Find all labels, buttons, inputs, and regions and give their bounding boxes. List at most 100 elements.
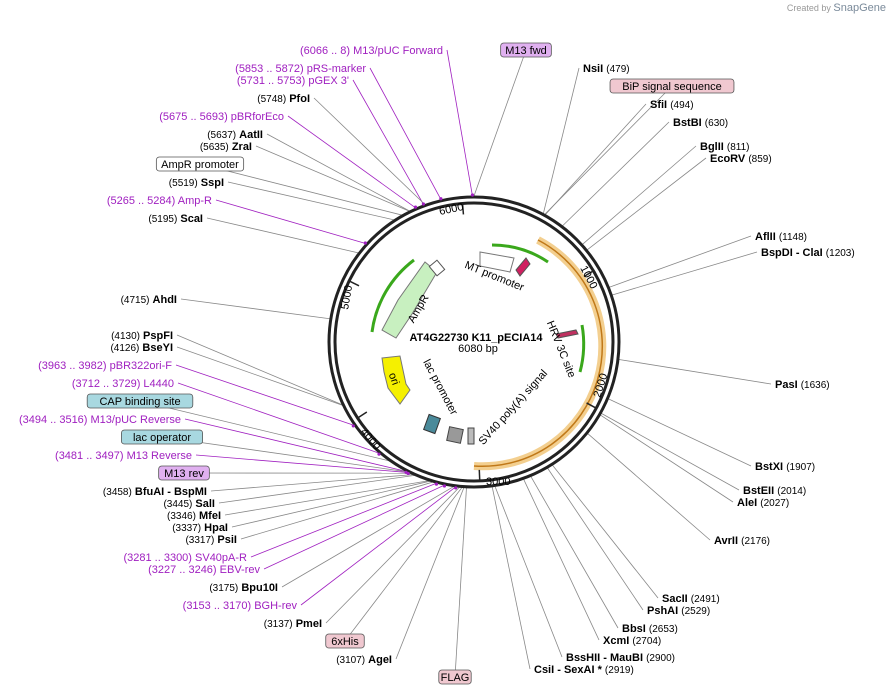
leader-line [206, 217, 359, 254]
primer-mark [434, 482, 439, 486]
green-arc-left[interactable] [370, 258, 415, 333]
restriction-site-label[interactable]: (4715) AhdI [121, 294, 177, 306]
leader-line [287, 115, 417, 209]
restriction-site-label[interactable]: (5195) ScaI [148, 213, 203, 225]
svg-text:(3346) MfeI: (3346) MfeI [167, 510, 221, 522]
ori-arrow[interactable] [381, 355, 411, 405]
restriction-site-label[interactable]: PasI (1636) [775, 379, 830, 391]
site-name: EcoRV [710, 153, 746, 165]
green-arc-right[interactable] [578, 324, 586, 373]
primer-mark [439, 197, 443, 201]
tick-line [348, 280, 360, 287]
small-feature-purple[interactable] [515, 257, 531, 277]
restriction-site-label[interactable]: (3107) AgeI [336, 654, 392, 666]
restriction-site-label[interactable]: (3346) MfeI [167, 510, 221, 522]
restriction-site-label[interactable]: BglII (811) [700, 141, 750, 153]
hrv-marker[interactable] [555, 329, 579, 339]
primer-label[interactable]: (3494 .. 3516) M13/pUC Reverse [19, 414, 181, 426]
feature-box-label[interactable]: CAP binding site [86, 393, 194, 409]
site-coord: (2176) [741, 536, 770, 547]
restriction-site-label[interactable]: (3137) PmeI [264, 618, 322, 630]
primer-mark [351, 424, 355, 428]
leader-line [530, 476, 619, 629]
backbone-outer [327, 195, 621, 489]
feature-box-label[interactable]: lac operator [121, 429, 203, 445]
feature-box-label[interactable]: 6xHis [325, 633, 365, 649]
tick-label: 4000 [358, 426, 383, 452]
site-name: AgeI [368, 654, 392, 666]
sv40-box[interactable] [446, 426, 464, 444]
site-name: BspDI - ClaI [761, 247, 823, 259]
restriction-site-label[interactable]: (3458) BfuAI - BspMI [103, 486, 207, 498]
site-coord: (3337) [172, 523, 201, 534]
restriction-site-label[interactable]: (5637) AatII [207, 129, 263, 141]
primer-label[interactable]: (3712 .. 3729) L4440 [72, 378, 174, 390]
restriction-site-label[interactable]: NsiI (479) [583, 63, 630, 75]
ampr-promoter-box[interactable] [428, 259, 446, 277]
feature-box-label[interactable]: M13 fwd [500, 42, 552, 58]
restriction-site-label[interactable]: PshAI (2529) [647, 605, 710, 617]
site-coord: (494) [670, 100, 693, 111]
leader-line [139, 400, 390, 462]
leader-line [195, 454, 409, 473]
restriction-site-label[interactable]: BbsI (2653) [622, 623, 678, 635]
primer-label[interactable]: (5675 .. 5693) pBRforEco [159, 111, 284, 123]
restriction-site-label[interactable]: (3317) PsiI [185, 534, 237, 546]
leader-line [586, 157, 707, 251]
leader-line [231, 480, 430, 528]
leader-line [618, 359, 772, 385]
restriction-site-label[interactable]: (5635) ZraI [200, 141, 252, 153]
restriction-site-label[interactable]: BssHII - MauBI (2900) [566, 652, 675, 664]
restriction-site-label[interactable]: (3337) HpaI [172, 522, 228, 534]
restriction-site-label[interactable]: (3175) Bpu10I [209, 582, 278, 594]
primer-label[interactable]: (5731 .. 5753) pGEX 3' [237, 75, 349, 87]
leader-line [255, 145, 410, 212]
restriction-site-label[interactable]: BspDI - ClaI (1203) [761, 247, 855, 259]
svg-text:(5195) ScaI: (5195) ScaI [148, 213, 203, 225]
restriction-site-label[interactable]: XcmI (2704) [603, 635, 661, 647]
restriction-site-label[interactable]: EcoRV (859) [710, 153, 772, 165]
mt-promoter-arrow[interactable] [479, 251, 515, 273]
site-coord: (3458) [103, 487, 132, 498]
restriction-site-label[interactable]: AflII (1148) [755, 231, 807, 243]
primer-text: (6066 .. 8) M13/pUC Forward [300, 45, 443, 57]
green-arc-top[interactable] [491, 243, 549, 264]
site-coord: (2014) [777, 486, 806, 497]
restriction-site-label[interactable]: (4126) BseYI [110, 342, 173, 354]
restriction-site-label[interactable]: SacII (2491) [662, 593, 720, 605]
restriction-site-label[interactable]: BstBI (630) [673, 117, 728, 129]
primer-label[interactable]: (3153 .. 3170) BGH-rev [183, 600, 298, 612]
restriction-site-label[interactable]: BstEII (2014) [743, 485, 806, 497]
site-coord: (5748) [257, 94, 286, 105]
primer-label[interactable]: (6066 .. 8) M13/pUC Forward [300, 45, 443, 57]
restriction-site-label[interactable]: (5519) SspI [169, 177, 224, 189]
site-name: SspI [201, 177, 224, 189]
primer-label[interactable]: (5265 .. 5284) Amp-R [107, 195, 212, 207]
lac-operator-box[interactable] [422, 413, 442, 435]
leader-line [300, 486, 457, 606]
primer-label[interactable]: (3481 .. 3497) M13 Reverse [55, 450, 192, 462]
svg-text:BssHII - MauBI (2900): BssHII - MauBI (2900) [566, 652, 675, 664]
site-name: SfiI [650, 99, 667, 111]
primer-label[interactable]: (3963 .. 3982) pBR322ori-F [38, 360, 172, 372]
feature-box-label[interactable]: BiP signal sequence [609, 78, 735, 94]
restriction-site-label[interactable]: CsiI - SexAI * (2919) [534, 664, 634, 676]
primer-label[interactable]: (5853 .. 5872) pRS-marker [235, 63, 366, 75]
restriction-site-label[interactable]: (3445) SalI [163, 498, 215, 510]
site-coord: (4715) [121, 295, 150, 306]
site-coord: (3317) [185, 535, 214, 546]
restriction-site-label[interactable]: (5748) PfoI [257, 93, 310, 105]
restriction-site-label[interactable]: SfiI (494) [650, 99, 694, 111]
primer-label[interactable]: (3227 .. 3246) EBV-rev [148, 564, 260, 576]
restriction-site-label[interactable]: (4130) PspFI [111, 330, 173, 342]
feature-box-label[interactable]: M13 rev [158, 465, 210, 481]
restriction-site-label[interactable]: AleI (2027) [737, 497, 789, 509]
feature-box-label[interactable]: FLAG [438, 669, 472, 685]
feature-box-label[interactable]: AmpR promoter [155, 156, 245, 172]
restriction-site-label[interactable]: BstXI (1907) [755, 461, 815, 473]
sv40-small-box[interactable] [467, 427, 475, 445]
svg-text:BstXI (1907): BstXI (1907) [755, 461, 815, 473]
restriction-site-label[interactable]: AvrII (2176) [714, 535, 770, 547]
primer-text: (3494 .. 3516) M13/pUC Reverse [19, 414, 181, 426]
primer-label[interactable]: (3281 .. 3300) SV40pA-R [123, 552, 247, 564]
